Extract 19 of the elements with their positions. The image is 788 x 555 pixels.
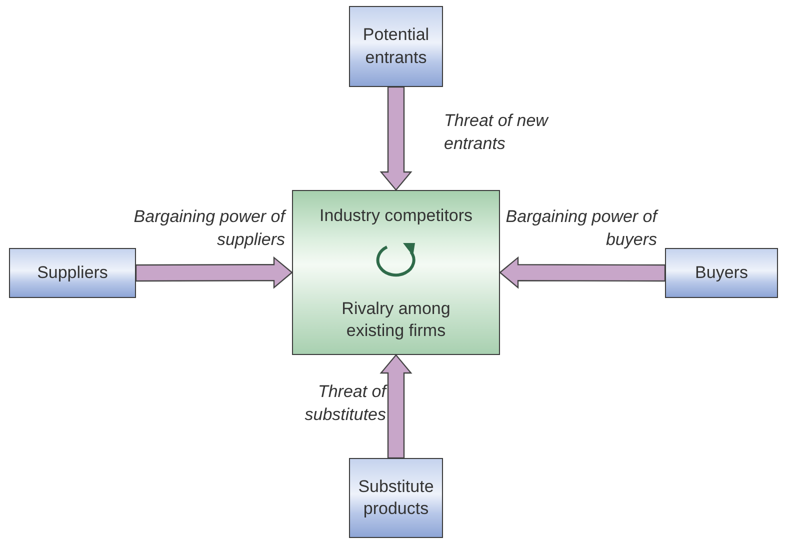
box-title: Industry competitors <box>319 205 473 227</box>
block-arrow <box>499 256 666 289</box>
center-box <box>292 190 500 355</box>
box-text: Rivalry among existing firms <box>340 298 452 342</box>
force-box <box>349 6 443 87</box>
edge-label: Bargaining power of buyers <box>505 206 657 251</box>
force-box <box>665 248 778 298</box>
force-box <box>9 248 136 298</box>
edge-label: Threat of substitutes <box>304 381 386 426</box>
box-title: Suppliers <box>37 262 108 284</box>
block-arrow <box>380 354 412 459</box>
edge-label: Threat of new entrants <box>444 110 550 155</box>
box-title: Potential entrants <box>362 24 430 68</box>
box-title: Substitute products <box>357 476 435 520</box>
force-box <box>349 458 443 538</box>
edge-label: Bargaining power of suppliers <box>132 206 285 251</box>
box-title: Buyers <box>695 262 748 284</box>
block-arrow <box>380 86 412 191</box>
block-arrow <box>135 256 293 289</box>
